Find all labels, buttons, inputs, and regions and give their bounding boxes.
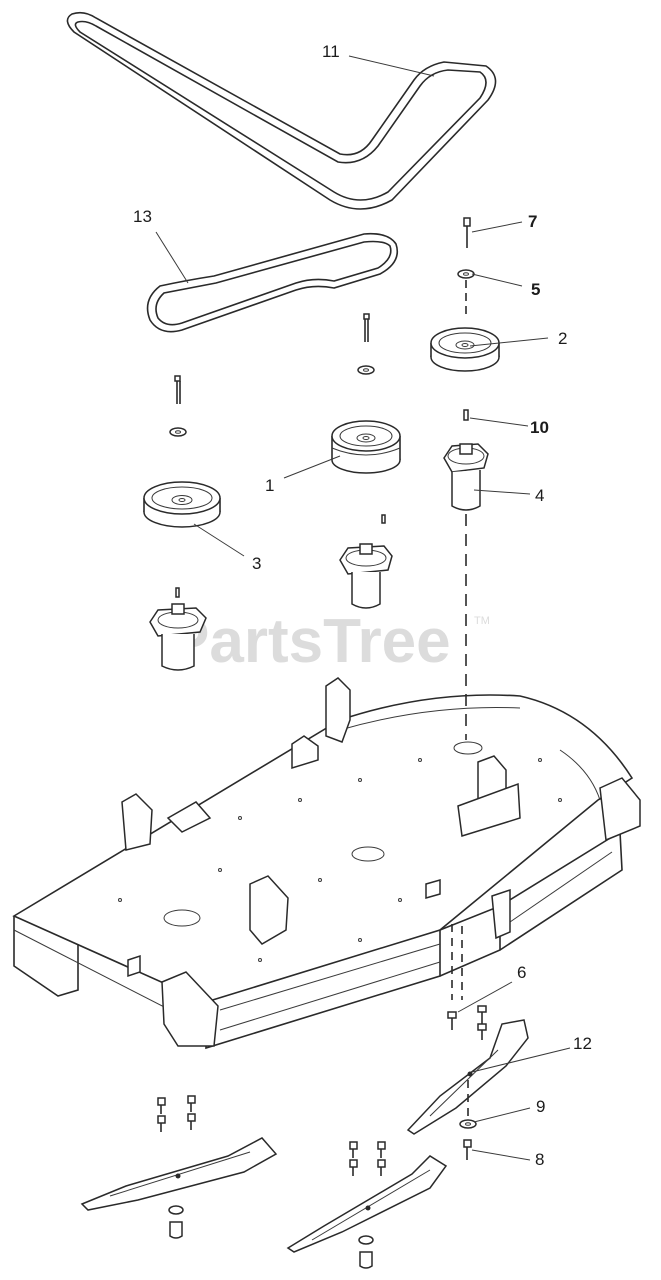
leader-lines: [155, 55, 571, 1161]
callout-7: 7: [528, 212, 537, 231]
bolts-6[interactable]: [447, 924, 487, 1040]
callout-1: 1: [265, 476, 274, 495]
bolt-8[interactable]: [463, 1139, 472, 1160]
callout-5: 5: [531, 280, 540, 299]
callout-8: 8: [535, 1150, 544, 1169]
spindle-4[interactable]: [443, 443, 489, 740]
callout-2: 2: [558, 329, 567, 348]
bolt-left[interactable]: [169, 375, 187, 437]
washer-9[interactable]: [459, 1080, 477, 1129]
blade-middle[interactable]: [286, 1141, 448, 1269]
watermark-text: PartsTree: [168, 607, 451, 676]
bolt-7[interactable]: [463, 217, 471, 248]
bolt-middle[interactable]: [357, 313, 375, 375]
callout-labels: 11 13 7 5 2 10 1 4 3 6 12 9 8: [133, 42, 592, 1169]
callout-10: 10: [530, 418, 549, 437]
callout-11: 11: [322, 42, 340, 61]
key-10[interactable]: [463, 409, 469, 421]
belt-11[interactable]: [66, 11, 497, 210]
callout-12: 12: [573, 1034, 592, 1053]
spindle-middle[interactable]: [339, 514, 393, 609]
blade-12[interactable]: [406, 1019, 529, 1135]
callout-13: 13: [133, 207, 152, 226]
pulley-3[interactable]: [143, 481, 221, 528]
callout-6: 6: [517, 963, 526, 982]
callout-9: 9: [536, 1097, 545, 1116]
belt-13[interactable]: [146, 232, 399, 333]
spindle-left[interactable]: [149, 587, 207, 671]
watermark-trademark: TM: [474, 615, 490, 627]
pulley-2[interactable]: [430, 327, 500, 372]
washer-5[interactable]: [457, 269, 475, 318]
mower-deck[interactable]: [12, 677, 641, 1050]
callout-3: 3: [252, 554, 261, 573]
blade-left[interactable]: [80, 1095, 278, 1239]
pulley-1[interactable]: [331, 420, 401, 474]
callout-4: 4: [535, 486, 544, 505]
